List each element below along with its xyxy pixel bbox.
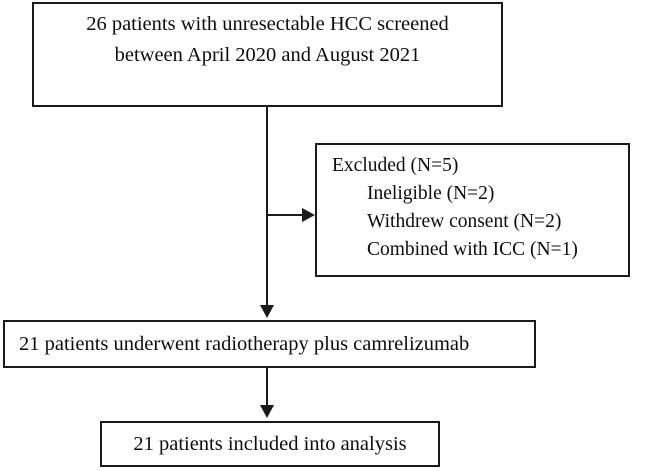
connector-screened-to-underwent-arrowhead <box>260 305 274 318</box>
node-included-analysis: 21 patients included into analysis <box>100 421 440 467</box>
excluded-reason-list: Excluded (N=5) Ineligible (N=2) Withdrew… <box>332 152 578 264</box>
connector-trunk-to-excluded-arrowhead <box>302 208 315 222</box>
node-underwent-treatment: 21 patients underwent radiotherapy plus … <box>3 320 536 368</box>
connector-trunk-to-excluded-line <box>267 214 304 216</box>
node-screened: 26 patients with unresectable HCC screen… <box>32 2 503 107</box>
node-screened-text: 26 patients with unresectable HCC screen… <box>86 13 449 66</box>
excluded-reason-withdrew-consent: Withdrew consent (N=2) <box>367 211 562 232</box>
connector-screened-to-underwent-line <box>266 107 268 307</box>
node-included-analysis-text: 21 patients included into analysis <box>133 433 407 455</box>
excluded-heading: Excluded (N=5) <box>332 155 459 176</box>
node-underwent-treatment-text: 21 patients underwent radiotherapy plus … <box>19 333 470 355</box>
connector-underwent-to-analysis-line <box>266 368 268 407</box>
node-excluded: Excluded (N=5) Ineligible (N=2) Withdrew… <box>315 143 630 277</box>
excluded-reason-combined-with-icc: Combined with ICC (N=1) <box>367 239 578 260</box>
excluded-reason-ineligible: Ineligible (N=2) <box>367 183 495 204</box>
connector-underwent-to-analysis-arrowhead <box>260 405 274 418</box>
